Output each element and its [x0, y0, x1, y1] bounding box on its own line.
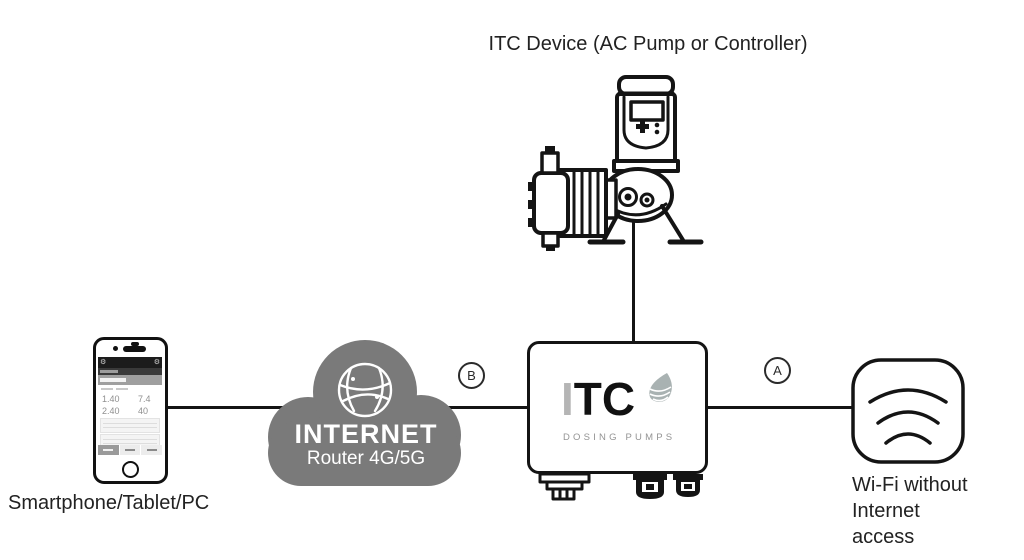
readout-value: 2.40 [102, 406, 120, 416]
itc-logo-tc: TC [573, 373, 636, 425]
phone-speaker [123, 346, 146, 352]
itc-logo: ITC [561, 376, 635, 422]
readout-value: 1.40 [102, 394, 120, 404]
phone-label-row [98, 385, 162, 393]
gear-icon: ⚙ [100, 359, 107, 366]
pump-valve-top [540, 151, 560, 175]
phone-speaker-bump [131, 342, 139, 346]
phone-tab-bar [98, 445, 162, 455]
phone-tab [98, 445, 119, 455]
itc-tagline: DOSING PUMPS [563, 432, 676, 443]
phone-chart-placeholder [100, 418, 160, 433]
connection-label-a: A [764, 357, 791, 384]
wifi-symbol [851, 358, 965, 464]
drop-icon [649, 373, 672, 402]
wifi-label-line: access [852, 526, 915, 548]
gear-icon: ⚙ [153, 359, 160, 366]
internet-cloud [268, 340, 461, 486]
phone-camera-dot [113, 346, 118, 351]
phone-readouts: 1.40 7.4 2.40 40 [98, 393, 162, 417]
itc-controller-box: ITC DOSING PUMPS [527, 341, 708, 474]
connection-line-itc-to-wifi [706, 406, 853, 409]
pump-display [629, 100, 665, 122]
phone-screen: ⚙ ⚙ 1.40 7.4 2.40 40 [98, 357, 162, 455]
dosing-pump-illustration [528, 75, 704, 251]
wifi-label-line: Wi-Fi without [852, 474, 968, 496]
readout-value: 7.4 [138, 394, 151, 404]
smartphone-label: Smartphone/Tablet/PC [8, 492, 210, 514]
phone-app-header: ⚙ ⚙ [98, 357, 162, 368]
cloud-subtitle: Router 4G/5G [306, 448, 426, 469]
diagram-title: ITC Device (AC Pump or Controller) [488, 33, 808, 55]
phone-home-button [122, 461, 139, 478]
wifi-label-line: Internet [852, 500, 920, 522]
phone-tab [119, 445, 141, 455]
wifi-waves-icon [868, 388, 948, 445]
connection-label-b: B [458, 362, 485, 389]
itc-box-connectors [538, 472, 703, 501]
smartphone: ⚙ ⚙ 1.40 7.4 2.40 40 [93, 337, 168, 484]
cable-gland [633, 474, 667, 499]
phone-app-subbar [98, 368, 162, 375]
pump-valve-bottom [541, 231, 560, 248]
readout-value: 40 [138, 406, 149, 416]
itc-logo-i: I [561, 373, 574, 425]
pump-controller-cap [617, 75, 675, 96]
pump-keypad [636, 120, 660, 135]
globe-icon [337, 362, 393, 418]
phone-tab [141, 445, 162, 455]
wifi-label: Wi-Fi without Internet access [852, 472, 968, 550]
cloud-title: INTERNET [294, 419, 438, 449]
phone-device-bar [98, 375, 162, 385]
cable-gland [673, 474, 703, 497]
connection-line-pump-to-itc [632, 222, 635, 341]
